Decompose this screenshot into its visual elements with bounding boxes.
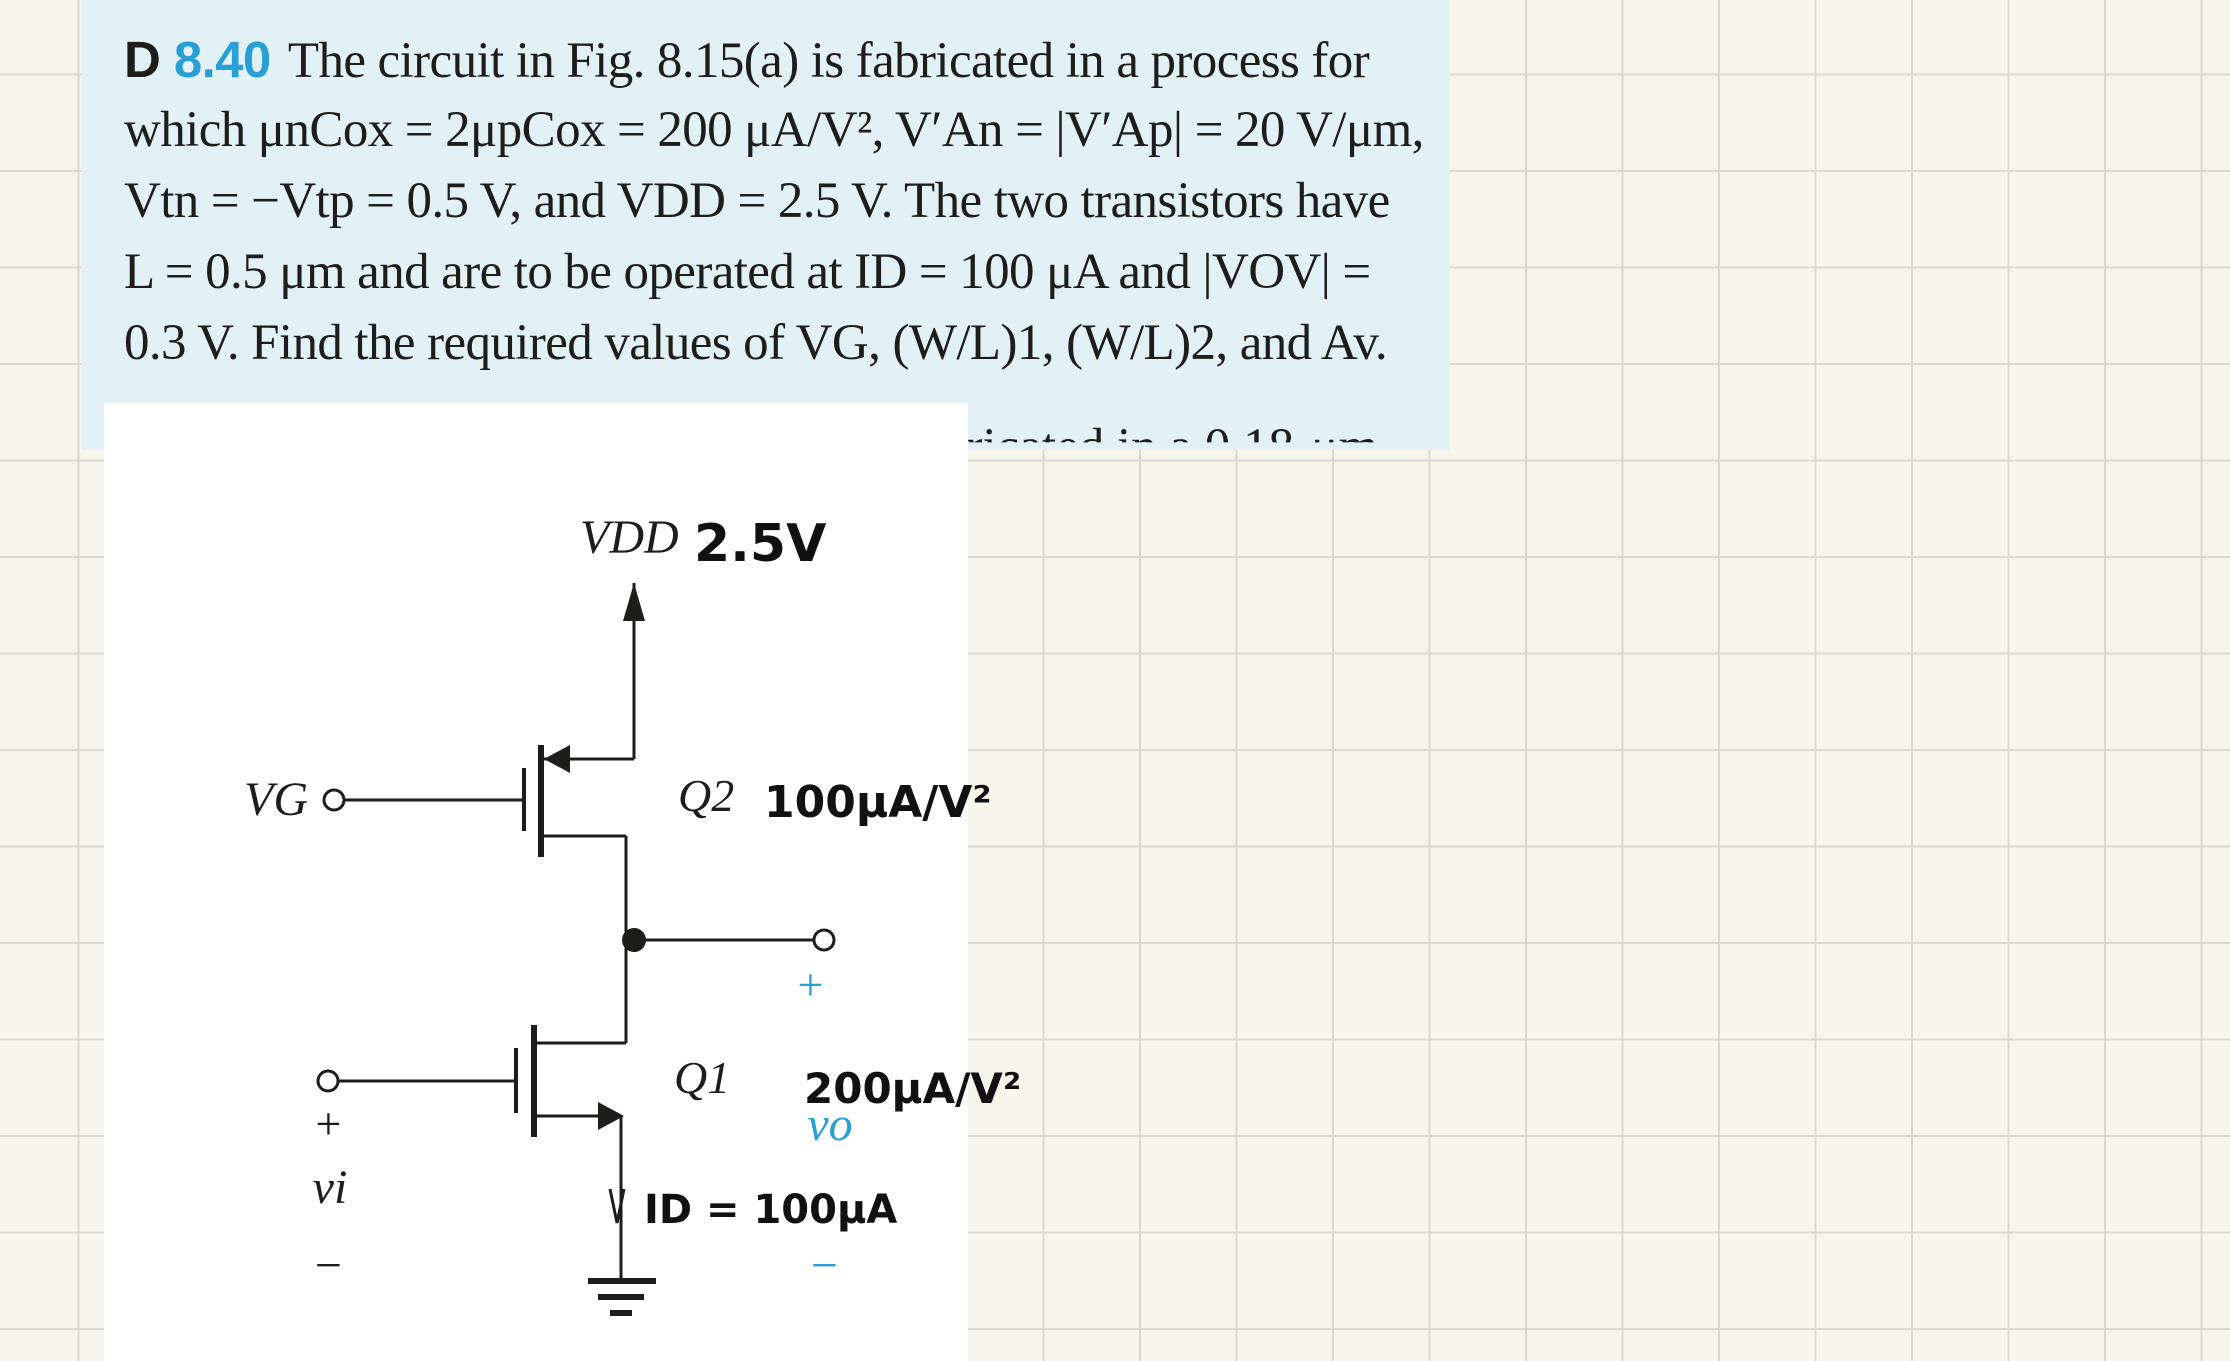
problem-number: D 8.40 xyxy=(124,31,271,88)
vg-label: VG xyxy=(244,773,308,826)
vi-plus: + xyxy=(312,1098,343,1149)
vo-label: vo xyxy=(807,1098,852,1151)
vi-label: vi xyxy=(313,1161,348,1214)
problem-number-value: 8.40 xyxy=(173,31,271,88)
circuit-figure: VDD 2.5V VG Q2 100μA/V² Q1 200μA/V² + vo… xyxy=(104,403,1021,1361)
q2-source-arrow-icon xyxy=(544,745,570,773)
id-arrow-handwritten xyxy=(608,1188,626,1224)
circuit-wires xyxy=(339,583,819,1316)
problem-line-4: L = 0.5 μm and are to be operated at ID … xyxy=(124,244,1371,300)
problem-line-1: D 8.40 The circuit in Fig. 8.15(a) is fa… xyxy=(124,24,1450,95)
problem-line-2: which μnCox = 2μpCox = 200 μA/V², V′An =… xyxy=(124,102,1424,158)
circuit-diagram: VDD 2.5V VG Q2 100μA/V² Q1 200μA/V² + vo… xyxy=(244,511,1021,1316)
vg-terminal xyxy=(322,788,346,812)
q1-note-handwritten: 200μA/V² xyxy=(804,1064,1021,1113)
q1-source-arrow-icon xyxy=(598,1102,624,1130)
vo-terminal xyxy=(812,928,836,952)
vo-minus: − xyxy=(808,1239,840,1292)
output-node-dot xyxy=(622,928,646,952)
next-problem-fragment: bricated in a 0.18-μm xyxy=(940,419,1379,475)
q2-note-handwritten: 100μA/V² xyxy=(764,777,992,828)
vdd-label: VDD xyxy=(580,511,679,564)
vi-terminal xyxy=(316,1069,340,1093)
problem-statement: D 8.40 The circuit in Fig. 8.15(a) is fa… xyxy=(82,0,1450,450)
q2-label: Q2 xyxy=(678,770,734,821)
problem-text-1: The circuit in Fig. 8.15(a) is fabricate… xyxy=(287,33,1370,89)
problem-prefix: D xyxy=(124,31,161,88)
vdd-value-handwritten: 2.5V xyxy=(694,514,826,574)
problem-line-3: Vtn = −Vtp = 0.5 V, and VDD = 2.5 V. The… xyxy=(124,173,1390,229)
q1-label: Q1 xyxy=(674,1052,730,1103)
problem-line-5: 0.3 V. Find the required values of VG, (… xyxy=(124,315,1388,371)
id-note-handwritten: ID = 100μA xyxy=(644,1187,897,1233)
vi-minus: − xyxy=(312,1239,344,1292)
vo-plus: + xyxy=(794,959,825,1010)
vdd-arrow-icon xyxy=(623,583,645,621)
